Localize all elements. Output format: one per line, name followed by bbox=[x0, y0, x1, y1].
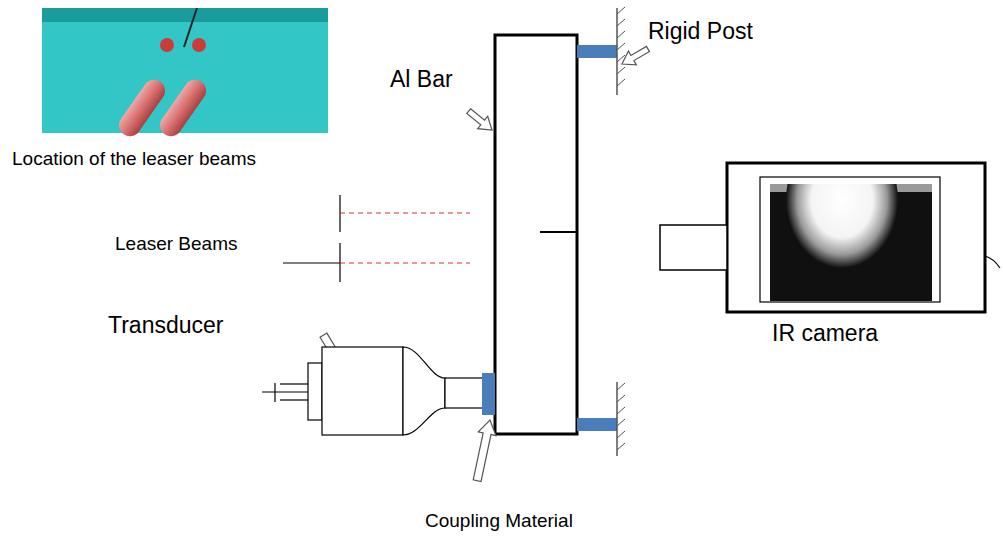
inset-caption: Location of the leaser beams bbox=[12, 148, 256, 171]
coupling-material bbox=[482, 373, 495, 415]
aluminium-bar bbox=[495, 35, 577, 434]
part-label: Leaser Beams bbox=[115, 233, 238, 256]
ultrasonic-transducer bbox=[262, 347, 484, 435]
part-label: Coupling Material bbox=[425, 510, 573, 533]
ir-camera bbox=[660, 132, 1000, 312]
part-label: IR camera bbox=[772, 320, 878, 348]
beam-location-inset bbox=[42, 8, 328, 141]
part-label: Transducer bbox=[108, 312, 223, 340]
rigid-post bbox=[577, 7, 625, 456]
callout-arrow bbox=[315, 42, 652, 482]
part-label: Al Bar bbox=[390, 66, 453, 94]
part-label: Rigid Post bbox=[648, 18, 753, 46]
laser-beams bbox=[283, 195, 470, 282]
